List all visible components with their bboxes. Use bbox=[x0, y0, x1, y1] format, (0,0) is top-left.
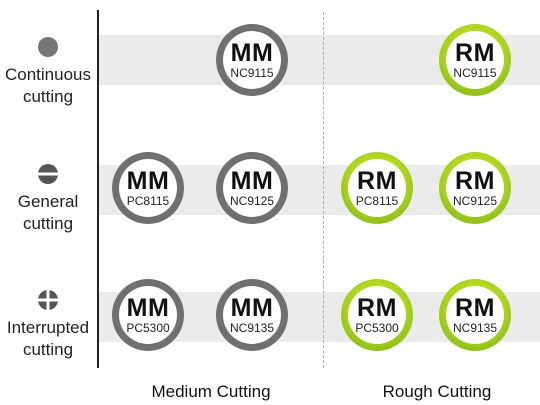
row-label-text: Interrupted cutting bbox=[6, 318, 90, 359]
row-label-interrupted: Interrupted cutting bbox=[0, 289, 96, 361]
row-label-continuous: Continuous cutting bbox=[0, 36, 96, 108]
column-divider bbox=[323, 12, 324, 368]
badge-grade: PC5300 bbox=[126, 320, 170, 335]
badge-grade: PC5300 bbox=[355, 320, 399, 335]
badge-grade: NC9125 bbox=[229, 193, 275, 208]
general-cutting-icon bbox=[37, 164, 59, 184]
badge-grade: NC9135 bbox=[229, 320, 275, 335]
badge-grade: NC9125 bbox=[452, 193, 498, 208]
row-label-text: Continuous cutting bbox=[4, 65, 91, 106]
column-label-rough: Rough Cutting bbox=[382, 382, 492, 401]
badge-code: MM bbox=[230, 293, 274, 322]
badge-code: RM bbox=[357, 293, 397, 322]
badge-code: RM bbox=[455, 293, 495, 322]
badge-code: MM bbox=[126, 293, 170, 322]
badge-grade: NC9115 bbox=[230, 65, 274, 80]
badge-grade: PC8115 bbox=[126, 193, 170, 208]
column-label-medium: Medium Cutting bbox=[151, 382, 271, 401]
badge-code: MM bbox=[230, 166, 274, 195]
badge-code: RM bbox=[455, 166, 495, 195]
badge-code: RM bbox=[357, 166, 397, 195]
badge-code: MM bbox=[230, 38, 274, 67]
badge-code: RM bbox=[455, 38, 495, 67]
badge-grade: NC9115 bbox=[453, 65, 497, 80]
badge-code: MM bbox=[126, 166, 170, 195]
badge-grade: PC8115 bbox=[355, 193, 399, 208]
row-label-text: General cutting bbox=[17, 192, 79, 233]
vertical-axis bbox=[97, 10, 99, 368]
continuous-cutting-icon bbox=[38, 37, 58, 57]
badge-grade: NC9135 bbox=[452, 320, 498, 335]
row-label-general: General cutting bbox=[0, 163, 96, 235]
interrupted-cutting-icon bbox=[37, 289, 59, 311]
